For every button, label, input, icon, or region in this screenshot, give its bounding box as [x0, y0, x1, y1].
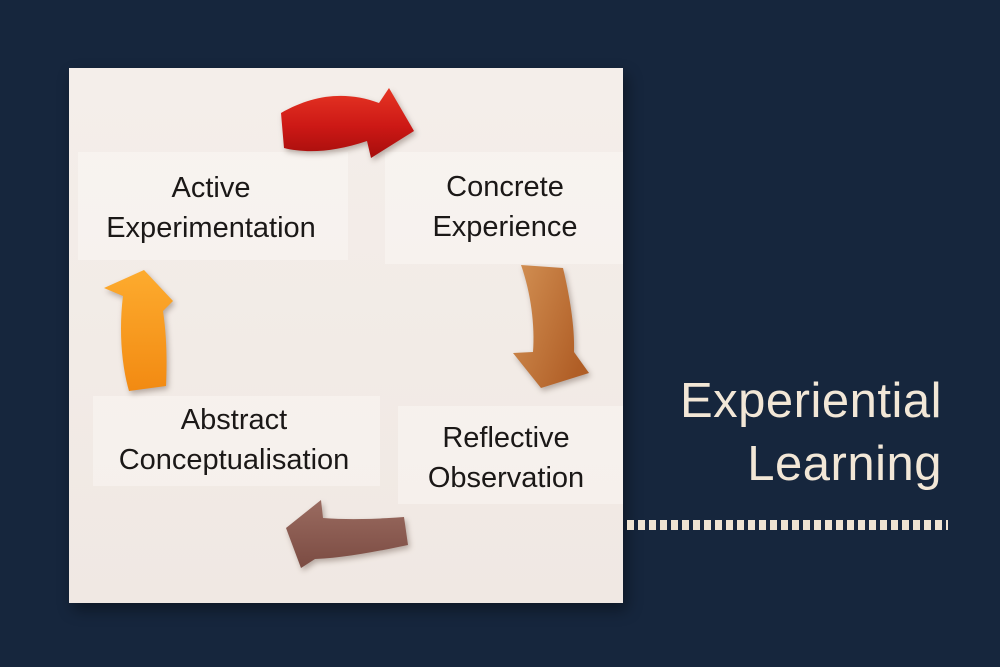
node-label-line: Experimentation	[106, 212, 316, 244]
node-label-line: Reflective	[442, 422, 570, 454]
page-title: Experiential Learning	[680, 370, 942, 496]
cycle-arrows	[104, 88, 589, 568]
textbox-highlight-bottom-right	[398, 406, 623, 504]
textbox-highlight-top-left	[78, 152, 348, 260]
textbox-highlight-top-right	[385, 152, 623, 264]
node-label-line: Observation	[427, 462, 585, 494]
node-active-experimentation: Active Experimentation	[106, 168, 316, 248]
curved-arrow-left-icon	[286, 500, 408, 568]
curved-arrow-right-icon	[281, 88, 414, 158]
curved-arrow-up-icon	[104, 270, 173, 391]
node-reflective-observation: Reflective Observation	[428, 418, 584, 498]
node-label-line: Concrete	[446, 171, 564, 203]
node-concrete-experience: Concrete Experience	[432, 167, 577, 247]
title-underline-divider	[627, 520, 948, 530]
node-label-line: Abstract	[180, 404, 288, 436]
curved-arrow-down-icon	[513, 265, 589, 388]
node-label-line: Experience	[432, 211, 578, 243]
textbox-highlight-bottom-left	[93, 396, 380, 486]
node-label-line: Active	[171, 172, 251, 204]
page-title-line: Experiential	[679, 374, 942, 428]
node-abstract-conceptualisation: Abstract Conceptualisation	[119, 400, 350, 480]
page-title-line: Learning	[747, 437, 942, 491]
diagram-card: Active Experimentation Concrete Experien…	[69, 68, 623, 603]
node-label-line: Conceptualisation	[118, 444, 350, 476]
